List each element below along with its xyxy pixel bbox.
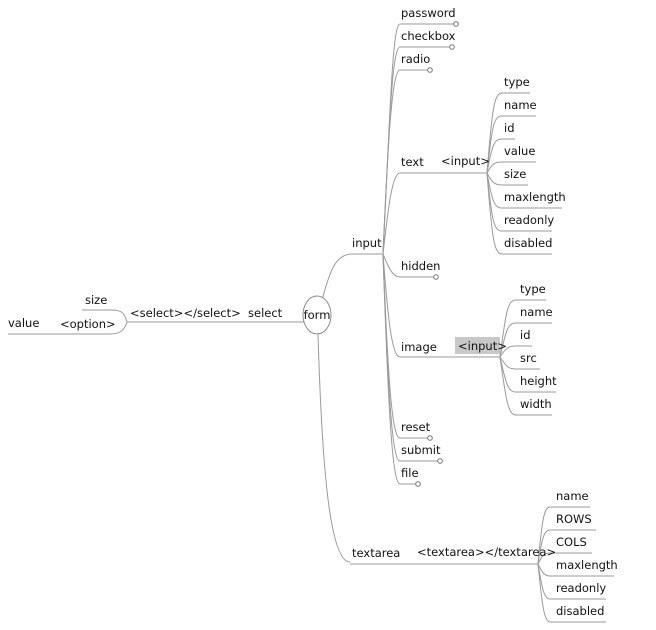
- node-select-tag[interactable]: <select></select>: [130, 306, 241, 320]
- endcap-checkbox: [449, 44, 455, 50]
- attr-image-name[interactable]: name: [520, 305, 553, 319]
- node-option[interactable]: <option>: [60, 317, 116, 331]
- textarea-attributes: name ROWS COLS maxlength readonly disabl…: [556, 489, 618, 618]
- endcap-radio: [427, 67, 433, 73]
- attr-text-disabled[interactable]: disabled: [504, 236, 552, 250]
- node-reset[interactable]: reset: [401, 420, 431, 434]
- attr-text-maxlength[interactable]: maxlength: [504, 190, 566, 204]
- selected-node-highlight: [455, 337, 500, 354]
- node-select-size[interactable]: size: [85, 293, 107, 307]
- image-attributes: type name id src height width: [520, 282, 557, 411]
- attr-textarea-maxlength[interactable]: maxlength: [556, 558, 618, 572]
- attr-textarea-readonly[interactable]: readonly: [556, 581, 606, 595]
- node-textarea[interactable]: textarea: [352, 546, 400, 560]
- attr-textarea-rows[interactable]: ROWS: [556, 512, 592, 526]
- node-file[interactable]: file: [401, 466, 419, 480]
- branch-textarea[interactable]: textarea <textarea></textarea>: [352, 545, 556, 560]
- endcap-password: [453, 21, 459, 27]
- attr-text-type[interactable]: type: [504, 75, 530, 89]
- endcap-hidden: [433, 274, 439, 280]
- endcap-submit: [437, 458, 443, 464]
- attr-text-name[interactable]: name: [504, 98, 537, 112]
- node-submit[interactable]: submit: [401, 443, 441, 457]
- root-label: form: [304, 308, 331, 322]
- node-image-input-tag[interactable]: <input>: [458, 339, 507, 353]
- node-checkbox[interactable]: checkbox: [401, 29, 456, 43]
- attr-image-height[interactable]: height: [520, 374, 557, 388]
- node-textarea-tag[interactable]: <textarea></textarea>: [417, 545, 556, 559]
- endcap-file: [415, 481, 421, 487]
- endcap-reset: [427, 435, 433, 441]
- attr-image-id[interactable]: id: [520, 328, 531, 342]
- text-attributes: type name id value size maxlength readon…: [504, 75, 566, 250]
- node-select[interactable]: select: [248, 306, 283, 320]
- node-option-value[interactable]: value: [8, 316, 39, 330]
- edges: [8, 23, 614, 623]
- attr-image-src[interactable]: src: [520, 351, 537, 365]
- node-password[interactable]: password: [401, 6, 456, 20]
- branch-select[interactable]: select <select></select> size <option> v…: [8, 293, 283, 331]
- attr-text-size[interactable]: size: [504, 167, 526, 181]
- attr-textarea-name[interactable]: name: [556, 489, 589, 503]
- attr-text-id[interactable]: id: [504, 121, 515, 135]
- root-ellipse: [302, 295, 332, 335]
- attr-textarea-cols[interactable]: COLS: [556, 535, 587, 549]
- node-input[interactable]: input: [352, 236, 382, 250]
- attr-textarea-disabled[interactable]: disabled: [556, 604, 604, 618]
- attr-text-readonly[interactable]: readonly: [504, 213, 554, 227]
- attr-image-type[interactable]: type: [520, 282, 546, 296]
- attr-image-width[interactable]: width: [520, 397, 552, 411]
- attr-text-value[interactable]: value: [504, 144, 535, 158]
- root-node[interactable]: form: [302, 295, 332, 335]
- branch-input[interactable]: input password checkbox radio text <inpu…: [352, 6, 507, 480]
- node-hidden[interactable]: hidden: [401, 259, 440, 273]
- node-radio[interactable]: radio: [401, 52, 430, 66]
- node-text-input-tag[interactable]: <input>: [441, 154, 490, 168]
- leaf-endcaps: [415, 21, 459, 487]
- node-text[interactable]: text: [401, 155, 424, 169]
- node-image[interactable]: image: [401, 340, 437, 354]
